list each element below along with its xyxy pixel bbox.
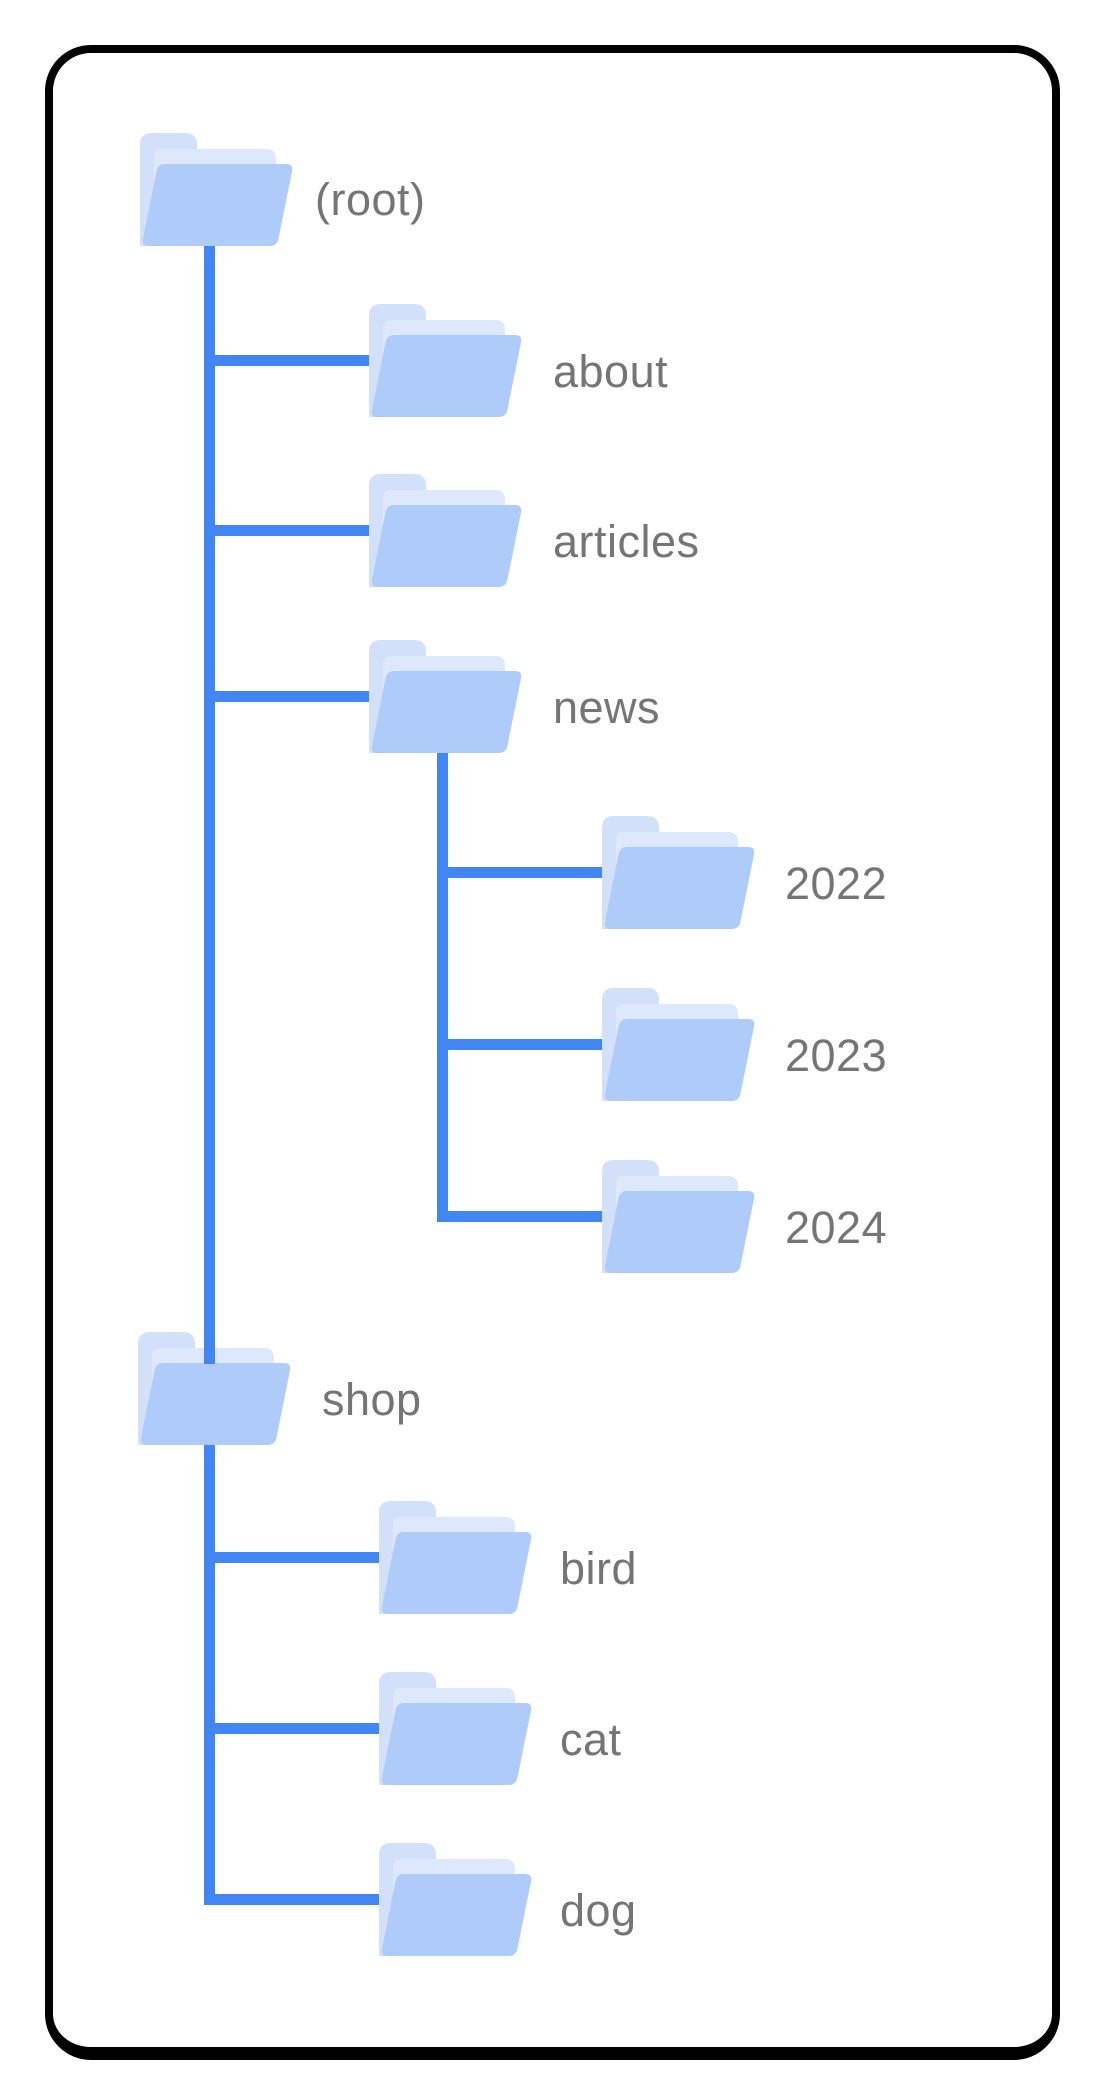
folder-icon-y2023 bbox=[602, 988, 755, 1101]
trunk-over-shop-tab bbox=[204, 1330, 215, 1364]
folder-label-shop: shop bbox=[322, 1374, 422, 1425]
folder-icon-about bbox=[369, 304, 522, 417]
trunk-news-vertical bbox=[437, 748, 448, 1222]
folder-front-panel bbox=[142, 164, 293, 246]
folder-front-panel bbox=[604, 1019, 755, 1101]
folder-front-panel bbox=[381, 1532, 532, 1614]
branch-2023 bbox=[437, 1039, 609, 1050]
folder-label-root: (root) bbox=[315, 174, 426, 225]
folder-icon-y2024 bbox=[602, 1160, 755, 1273]
folder-label-dog: dog bbox=[560, 1885, 637, 1936]
folder-label-y2022: 2022 bbox=[785, 858, 888, 909]
folder-front-panel bbox=[381, 1874, 532, 1956]
trunk-root-vertical bbox=[204, 238, 215, 1905]
branch-2022 bbox=[437, 867, 609, 878]
folder-front-panel bbox=[371, 505, 522, 587]
folder-front-panel bbox=[371, 335, 522, 417]
branch-bird bbox=[204, 1552, 386, 1563]
branch-cat bbox=[204, 1723, 386, 1734]
branch-2024 bbox=[437, 1211, 609, 1222]
folder-icon-articles bbox=[369, 474, 522, 587]
folder-icon-root bbox=[140, 133, 293, 246]
folder-icon-news bbox=[369, 640, 522, 753]
folder-front-panel bbox=[604, 847, 755, 929]
folder-label-news: news bbox=[553, 682, 661, 733]
folder-icon-shop bbox=[138, 1332, 291, 1445]
folder-label-bird: bird bbox=[560, 1543, 638, 1594]
folder-label-about: about bbox=[553, 346, 669, 397]
folder-icon-y2022 bbox=[602, 816, 755, 929]
folder-front-panel bbox=[381, 1703, 532, 1785]
folder-label-y2023: 2023 bbox=[785, 1030, 888, 1081]
folder-front-panel bbox=[140, 1363, 291, 1445]
folder-icon-dog bbox=[379, 1843, 532, 1956]
branch-about bbox=[204, 355, 380, 366]
branch-articles bbox=[204, 525, 380, 536]
folder-icon-bird bbox=[379, 1501, 532, 1614]
folder-front-panel bbox=[371, 671, 522, 753]
branch-news bbox=[204, 691, 380, 702]
folder-label-articles: articles bbox=[553, 516, 700, 567]
folder-icon-cat bbox=[379, 1672, 532, 1785]
folder-front-panel bbox=[604, 1191, 755, 1273]
branch-dog bbox=[204, 1894, 386, 1905]
folder-label-cat: cat bbox=[560, 1714, 622, 1765]
folder-label-y2024: 2024 bbox=[785, 1202, 888, 1253]
